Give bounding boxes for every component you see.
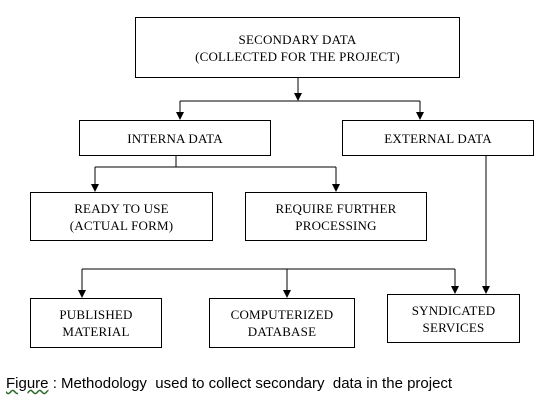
- node-syndicated-line1: SYNDICATED: [411, 302, 496, 318]
- node-require-further-line2: PROCESSING: [295, 217, 377, 233]
- node-require-further-line1: REQUIRE FURTHER: [275, 200, 397, 216]
- node-secondary-data: SECONDARY DATA (COLLECTED FOR THE PROJEC…: [135, 17, 460, 78]
- node-computerized-line1: COMPUTERIZED: [230, 307, 334, 322]
- node-syndicated-line2: SERVICES: [422, 319, 485, 335]
- node-secondary-data-line1: SECONDARY DATA: [238, 31, 357, 47]
- node-computerized-line2: DATABASE: [247, 324, 317, 339]
- node-external-data: EXTERNAL DATA: [342, 120, 534, 156]
- figure-caption: Figure : Methodology used to collect sec…: [6, 375, 452, 392]
- node-require-further-processing: REQUIRE FURTHER PROCESSING: [245, 192, 427, 241]
- node-syndicated-services: SYNDICATED SERVICES: [387, 294, 520, 343]
- node-ready-to-use: READY TO USE (ACTUAL FORM): [30, 192, 213, 241]
- node-internal-data: INTERNA DATA: [79, 120, 271, 156]
- node-internal-data-line1: INTERNA DATA: [127, 130, 223, 146]
- node-secondary-data-line2: (COLLECTED FOR THE PROJECT): [195, 48, 400, 64]
- node-external-data-line1: EXTERNAL DATA: [384, 130, 492, 146]
- figure-caption-lead: Figure: [6, 375, 49, 392]
- node-ready-to-use-line1: READY TO USE: [74, 200, 169, 216]
- figure-caption-text: : Methodology used to collect secondary …: [48, 375, 453, 392]
- node-ready-to-use-line2: (ACTUAL FORM): [69, 217, 174, 233]
- node-published-line1: PUBLISHED: [59, 307, 133, 322]
- node-computerized-database: COMPUTERIZED DATABASE: [209, 298, 355, 348]
- node-published-line2: MATERIAL: [62, 324, 130, 339]
- node-published-material: PUBLISHED MATERIAL: [30, 298, 162, 348]
